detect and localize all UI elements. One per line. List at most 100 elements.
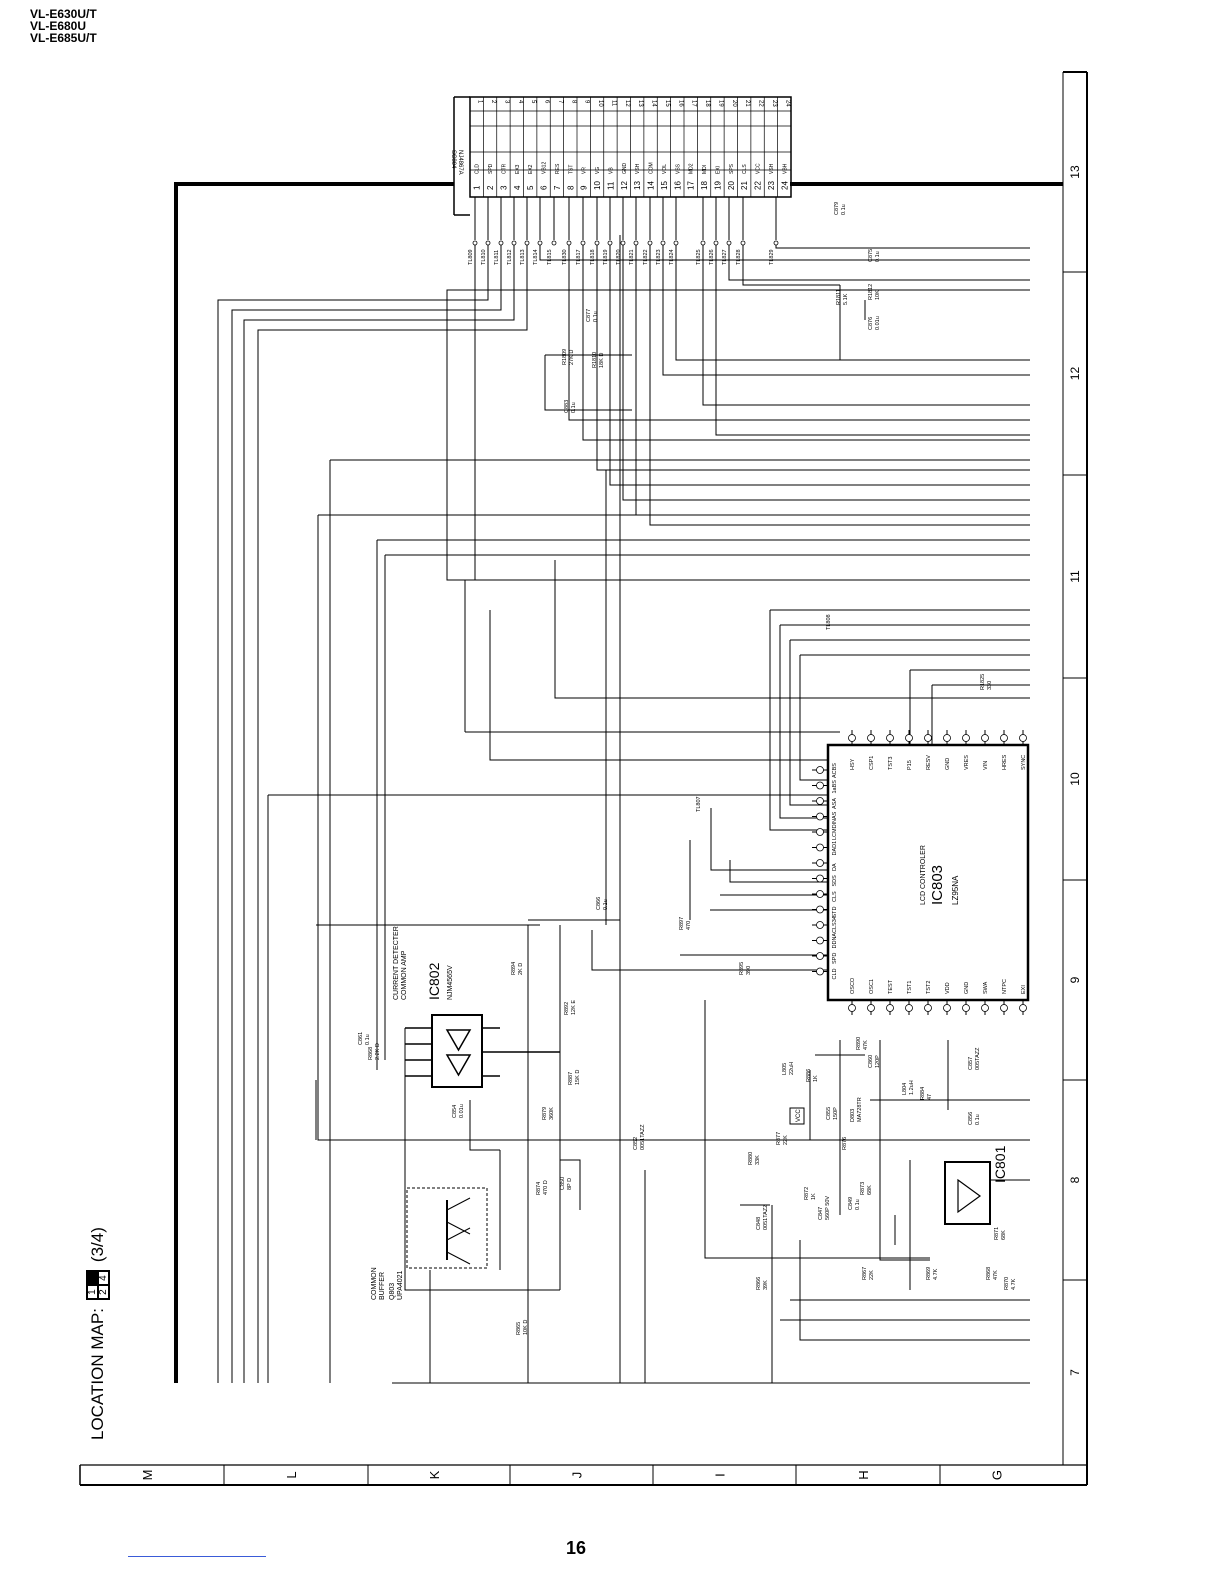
- component-value-r897: 470: [686, 921, 692, 930]
- component-ref-r880: R880: [748, 1152, 754, 1165]
- ic803-right-pin-osco: OSCO: [850, 977, 856, 994]
- row-label-11: 11: [1068, 570, 1082, 583]
- connector-ref: SC804: [450, 150, 456, 169]
- component-ref-d803: D803: [850, 1109, 856, 1122]
- component-ref-r873: R873: [860, 1182, 866, 1195]
- test-point-tl829: TL829: [769, 249, 775, 265]
- ic802-ref: IC802: [426, 962, 442, 1000]
- component-value-c855: 150P: [833, 1107, 839, 1120]
- component-value-r887: 15K D: [575, 1070, 581, 1085]
- component-ref-l804: L804: [902, 1083, 908, 1095]
- test-point-tl828: TL828: [736, 249, 742, 265]
- ic803-top-pin-3: INAS: [832, 811, 838, 824]
- connector-signal-22: VCC: [756, 163, 762, 174]
- ic803-top-pin-5: DAD1: [832, 841, 838, 856]
- component-value-c848: 0051TAZZ: [763, 1204, 769, 1230]
- row-label-9: 9: [1068, 976, 1082, 983]
- ic801-ref: IC801: [992, 1145, 1008, 1183]
- component-ref-r1812: R1812: [868, 284, 874, 300]
- ic803-pin-sync: SYNC: [1021, 755, 1027, 770]
- connector-pin-16: 16: [673, 181, 682, 190]
- connector-signal-6: VB12: [542, 162, 548, 174]
- component-ref-r867: R867: [862, 1267, 868, 1280]
- connector-pin-1: 1: [473, 185, 482, 190]
- component-ref-r892: R892: [564, 1002, 570, 1015]
- test-point-tl810: TL810: [481, 249, 487, 265]
- component-ref-r897: R897: [679, 917, 685, 930]
- connector-pin-8: 8: [566, 185, 575, 190]
- connector-signal-16: VSS: [675, 163, 681, 174]
- connector-pin-columns: 11CLD22SPD33CTR44EX355EX266VB1277RES88TS…: [473, 97, 790, 197]
- ic803-right-pin-tst1: TST1: [907, 981, 913, 994]
- connector-pin-top-17: 17: [691, 100, 697, 107]
- ic803-top-pin-9: STD: [832, 906, 838, 917]
- ic803-top-pin-4: LCMD: [832, 824, 838, 840]
- component-ref-r890: R890: [856, 1037, 862, 1050]
- component-ref-c883: C883: [564, 400, 570, 413]
- component-value-c849: 0.1u: [855, 1199, 861, 1210]
- connector-pin-top-9: 9: [584, 100, 590, 104]
- component-ref-r868b: R868: [986, 1267, 992, 1280]
- connector-pin-2: 2: [486, 185, 495, 190]
- component-value-r872: 1K: [811, 1193, 817, 1200]
- ic803-pin-p15: P15: [907, 760, 913, 770]
- ic803-top-pin-8: CLS: [832, 891, 838, 902]
- component-value-r877: 22K: [783, 1135, 789, 1145]
- component-r876: R876: [842, 1137, 848, 1150]
- ic803-ref: IC803: [929, 865, 946, 905]
- ic803-body: [826, 743, 1030, 1002]
- test-point-tl814: TL814: [533, 249, 539, 265]
- model-2: VL-E680U: [30, 19, 87, 33]
- component-value-d803: MA728TR: [857, 1097, 863, 1122]
- connector-signal-9: VR: [582, 167, 588, 174]
- component-ref-c848: C848: [756, 1217, 762, 1230]
- component-tl807: TL807: [696, 796, 702, 812]
- connector-pin-17: 17: [687, 181, 696, 190]
- component-value-r867: 22K: [869, 1270, 875, 1280]
- component-value-r868b: 47K: [993, 1270, 999, 1280]
- component-value-r866: 39K: [763, 1280, 769, 1290]
- vcc-label: VCC: [796, 1109, 802, 1122]
- column-label-m: M: [140, 1470, 155, 1481]
- connector-pin-23: 23: [767, 181, 776, 190]
- component-value-r873: 68K: [867, 1185, 873, 1195]
- component-value-r886: 1K: [813, 1075, 819, 1082]
- connector-pin-top-14: 14: [651, 100, 657, 107]
- component-value-r1811: 5.1K: [843, 293, 849, 305]
- ic803-top-pin-12: SPD: [832, 953, 838, 964]
- component-value-c847: 560P 50V: [825, 1196, 831, 1220]
- ic802-part: NJM4565V: [447, 965, 454, 1000]
- component-value-r1809: 27K D: [569, 350, 575, 365]
- test-point-tl826: TL826: [709, 249, 715, 265]
- component-value-r868: 2.2K D: [375, 1043, 381, 1060]
- connector-pin-top-5: 5: [530, 100, 536, 104]
- ic803-pin-resv: RESV: [926, 755, 932, 770]
- ic803-pin-tst3: TST3: [888, 757, 894, 770]
- connector-pin-6: 6: [540, 185, 549, 190]
- component-ref-r886: R886: [806, 1069, 812, 1082]
- row-label-7: 7: [1068, 1369, 1082, 1376]
- connector-pin-top-1: 1: [477, 100, 483, 104]
- test-point-tl827: TL827: [722, 249, 728, 265]
- connector-pin-top-22: 22: [758, 100, 764, 107]
- ic803-type: LCD CONTROLER: [920, 845, 927, 905]
- connector-pin-top-10: 10: [597, 100, 603, 107]
- connector-pin-3: 3: [499, 185, 508, 190]
- connector-pin-12: 12: [620, 181, 629, 190]
- model-1: VL-E630U/T: [30, 7, 97, 21]
- test-point-tl821: TL821: [629, 249, 635, 265]
- component-ref-c855: C855: [826, 1107, 832, 1120]
